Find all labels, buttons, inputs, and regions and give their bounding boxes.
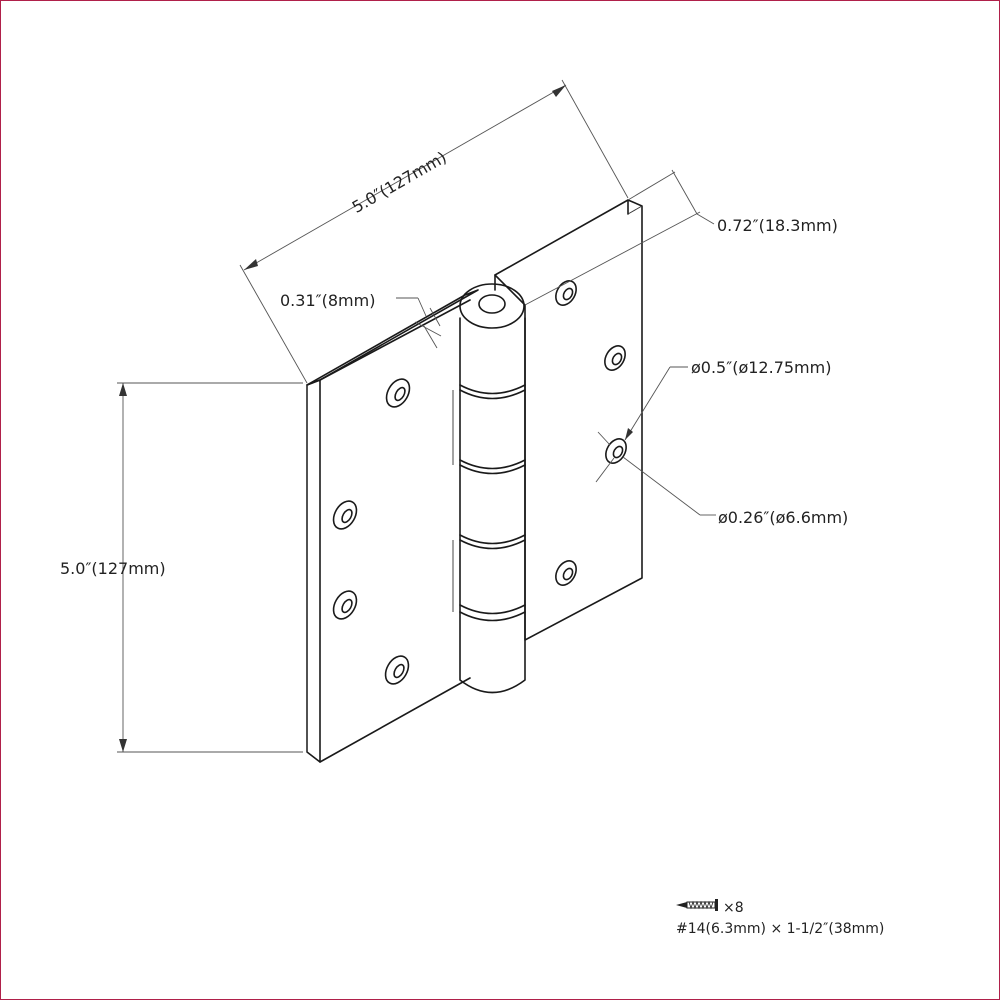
dimension-hole-diameters xyxy=(595,366,716,516)
leaf-width-label: 5.0″(127mm) xyxy=(349,148,450,217)
height-label: 5.0″(127mm) xyxy=(60,559,166,578)
dimension-leaf-width xyxy=(239,79,629,384)
right-leaf xyxy=(494,199,643,641)
left-leaf-holes xyxy=(332,378,411,685)
dimension-knuckle-offset xyxy=(524,169,715,306)
thickness-label: 0.31″(8mm) xyxy=(280,291,375,310)
right-leaf-holes xyxy=(555,280,627,586)
screw-spec: ×8 #14(6.3mm) × 1-1/2″(38mm) xyxy=(676,899,884,937)
screw-quantity: ×8 xyxy=(723,900,744,916)
hole-inner-dia-label: ø0.26″(ø6.6mm) xyxy=(718,508,848,527)
hole-outer-dia-label: ø0.5″(ø12.75mm) xyxy=(691,358,831,377)
screw-spec-text: #14(6.3mm) × 1-1/2″(38mm) xyxy=(676,921,884,937)
left-leaf xyxy=(306,289,479,763)
knuckle-offset-label: 0.72″(18.3mm) xyxy=(717,216,838,235)
dimension-height xyxy=(117,382,303,753)
dimension-thickness xyxy=(396,297,442,349)
screw-icon xyxy=(676,899,718,911)
knuckle-barrel xyxy=(452,283,526,694)
